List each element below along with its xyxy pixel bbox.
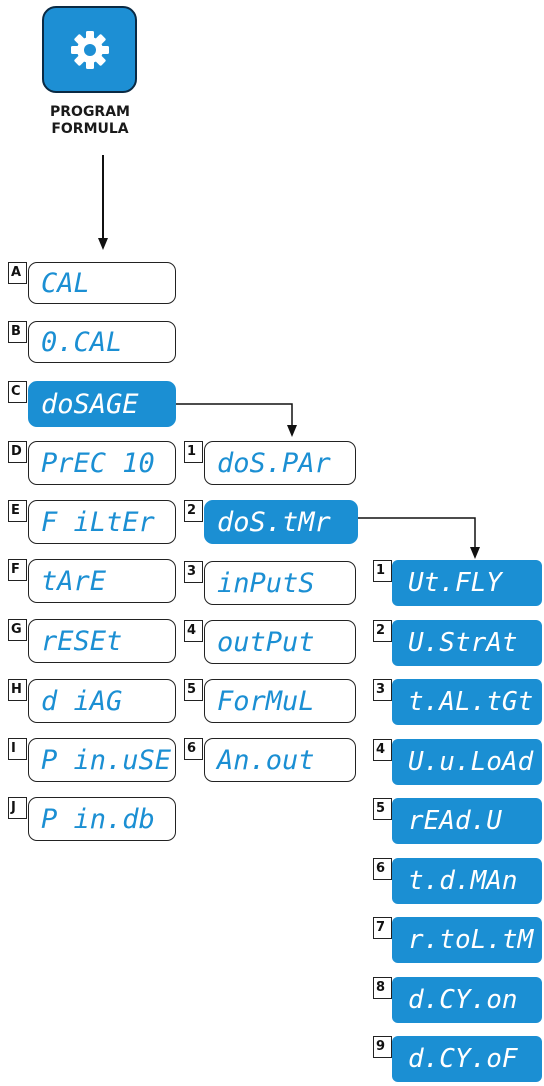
tag-col1: F [8, 559, 27, 581]
menu-item-pin-use[interactable]: P in.uSE [28, 738, 176, 782]
tag-col1: C [8, 381, 27, 403]
menu-item-dosage[interactable]: doSAGE [28, 381, 176, 427]
menu-item-cal[interactable]: CAL [28, 262, 176, 304]
gear-icon [70, 30, 109, 69]
tag-col1: E [8, 500, 27, 522]
menu-item-t-al-tgt[interactable]: t.AL.tGt [392, 679, 542, 725]
tag-col2: 2 [184, 500, 203, 522]
tag-col3: 2 [373, 620, 392, 642]
tag-col3: 6 [373, 858, 392, 880]
tag-col3: 9 [373, 1036, 392, 1058]
menu-item-d-cy-of[interactable]: d.CY.oF [392, 1036, 542, 1082]
menu-item-d-cy-on[interactable]: d.CY.on [392, 977, 542, 1023]
tag-col2: 1 [184, 441, 203, 463]
menu-item-dos-par[interactable]: doS.PAr [204, 441, 356, 485]
program-formula-button[interactable] [42, 6, 137, 93]
tag-col3: 5 [373, 798, 392, 820]
tag-col1: B [8, 321, 27, 343]
connector-dosage [176, 403, 293, 430]
tag-col1: D [8, 441, 27, 463]
menu-item-u-u-load[interactable]: U.u.LoAd [392, 739, 542, 785]
menu-item-r-tol-tm[interactable]: r.toL.tM [392, 917, 542, 963]
arrow-dosage [287, 425, 297, 437]
menu-item-zero-cal[interactable]: 0.CAL [28, 321, 176, 363]
menu-item-read-u[interactable]: rEAd.U [392, 798, 542, 844]
arrow-main [98, 238, 108, 250]
tag-col1: I [8, 738, 27, 760]
menu-item-output[interactable]: outPut [204, 620, 356, 664]
tag-col1: A [8, 262, 27, 284]
tag-col3: 1 [373, 560, 392, 582]
menu-item-precio[interactable]: PrEC 10 [28, 441, 176, 485]
connector-dostmr [358, 517, 476, 552]
menu-item-filter[interactable]: F iLtEr [28, 500, 176, 544]
menu-item-pin-db[interactable]: P in.db [28, 797, 176, 841]
tag-col1: G [8, 619, 27, 641]
menu-item-formul[interactable]: ForMuL [204, 679, 356, 723]
menu-item-tare[interactable]: tArE [28, 559, 176, 603]
tag-col2: 4 [184, 620, 203, 642]
menu-item-an-out[interactable]: An.out [204, 738, 356, 782]
title-line1: PROGRAM [50, 104, 130, 120]
menu-item-ut-fly[interactable]: Ut.FLY [392, 560, 542, 606]
menu-item-reset[interactable]: rESEt [28, 619, 176, 663]
tag-col3: 3 [373, 679, 392, 701]
title-line2: FORMULA [51, 121, 129, 137]
page-title: PROGRAM FORMULA [30, 104, 150, 138]
tag-col1: J [8, 797, 27, 819]
tag-col3: 8 [373, 977, 392, 999]
arrow-dostmr [470, 547, 480, 559]
tag-col2: 3 [184, 561, 203, 583]
tag-col3: 4 [373, 739, 392, 761]
tag-col2: 5 [184, 679, 203, 701]
tag-col1: H [8, 679, 27, 701]
tag-col3: 7 [373, 917, 392, 939]
menu-item-t-d-man[interactable]: t.d.MAn [392, 858, 542, 904]
menu-item-dos-tmr[interactable]: doS.tMr [204, 500, 358, 544]
menu-item-u-strat[interactable]: U.StrAt [392, 620, 542, 666]
menu-item-inputs[interactable]: inPutS [204, 561, 356, 605]
menu-item-diag[interactable]: d iAG [28, 679, 176, 723]
tag-col2: 6 [184, 738, 203, 760]
